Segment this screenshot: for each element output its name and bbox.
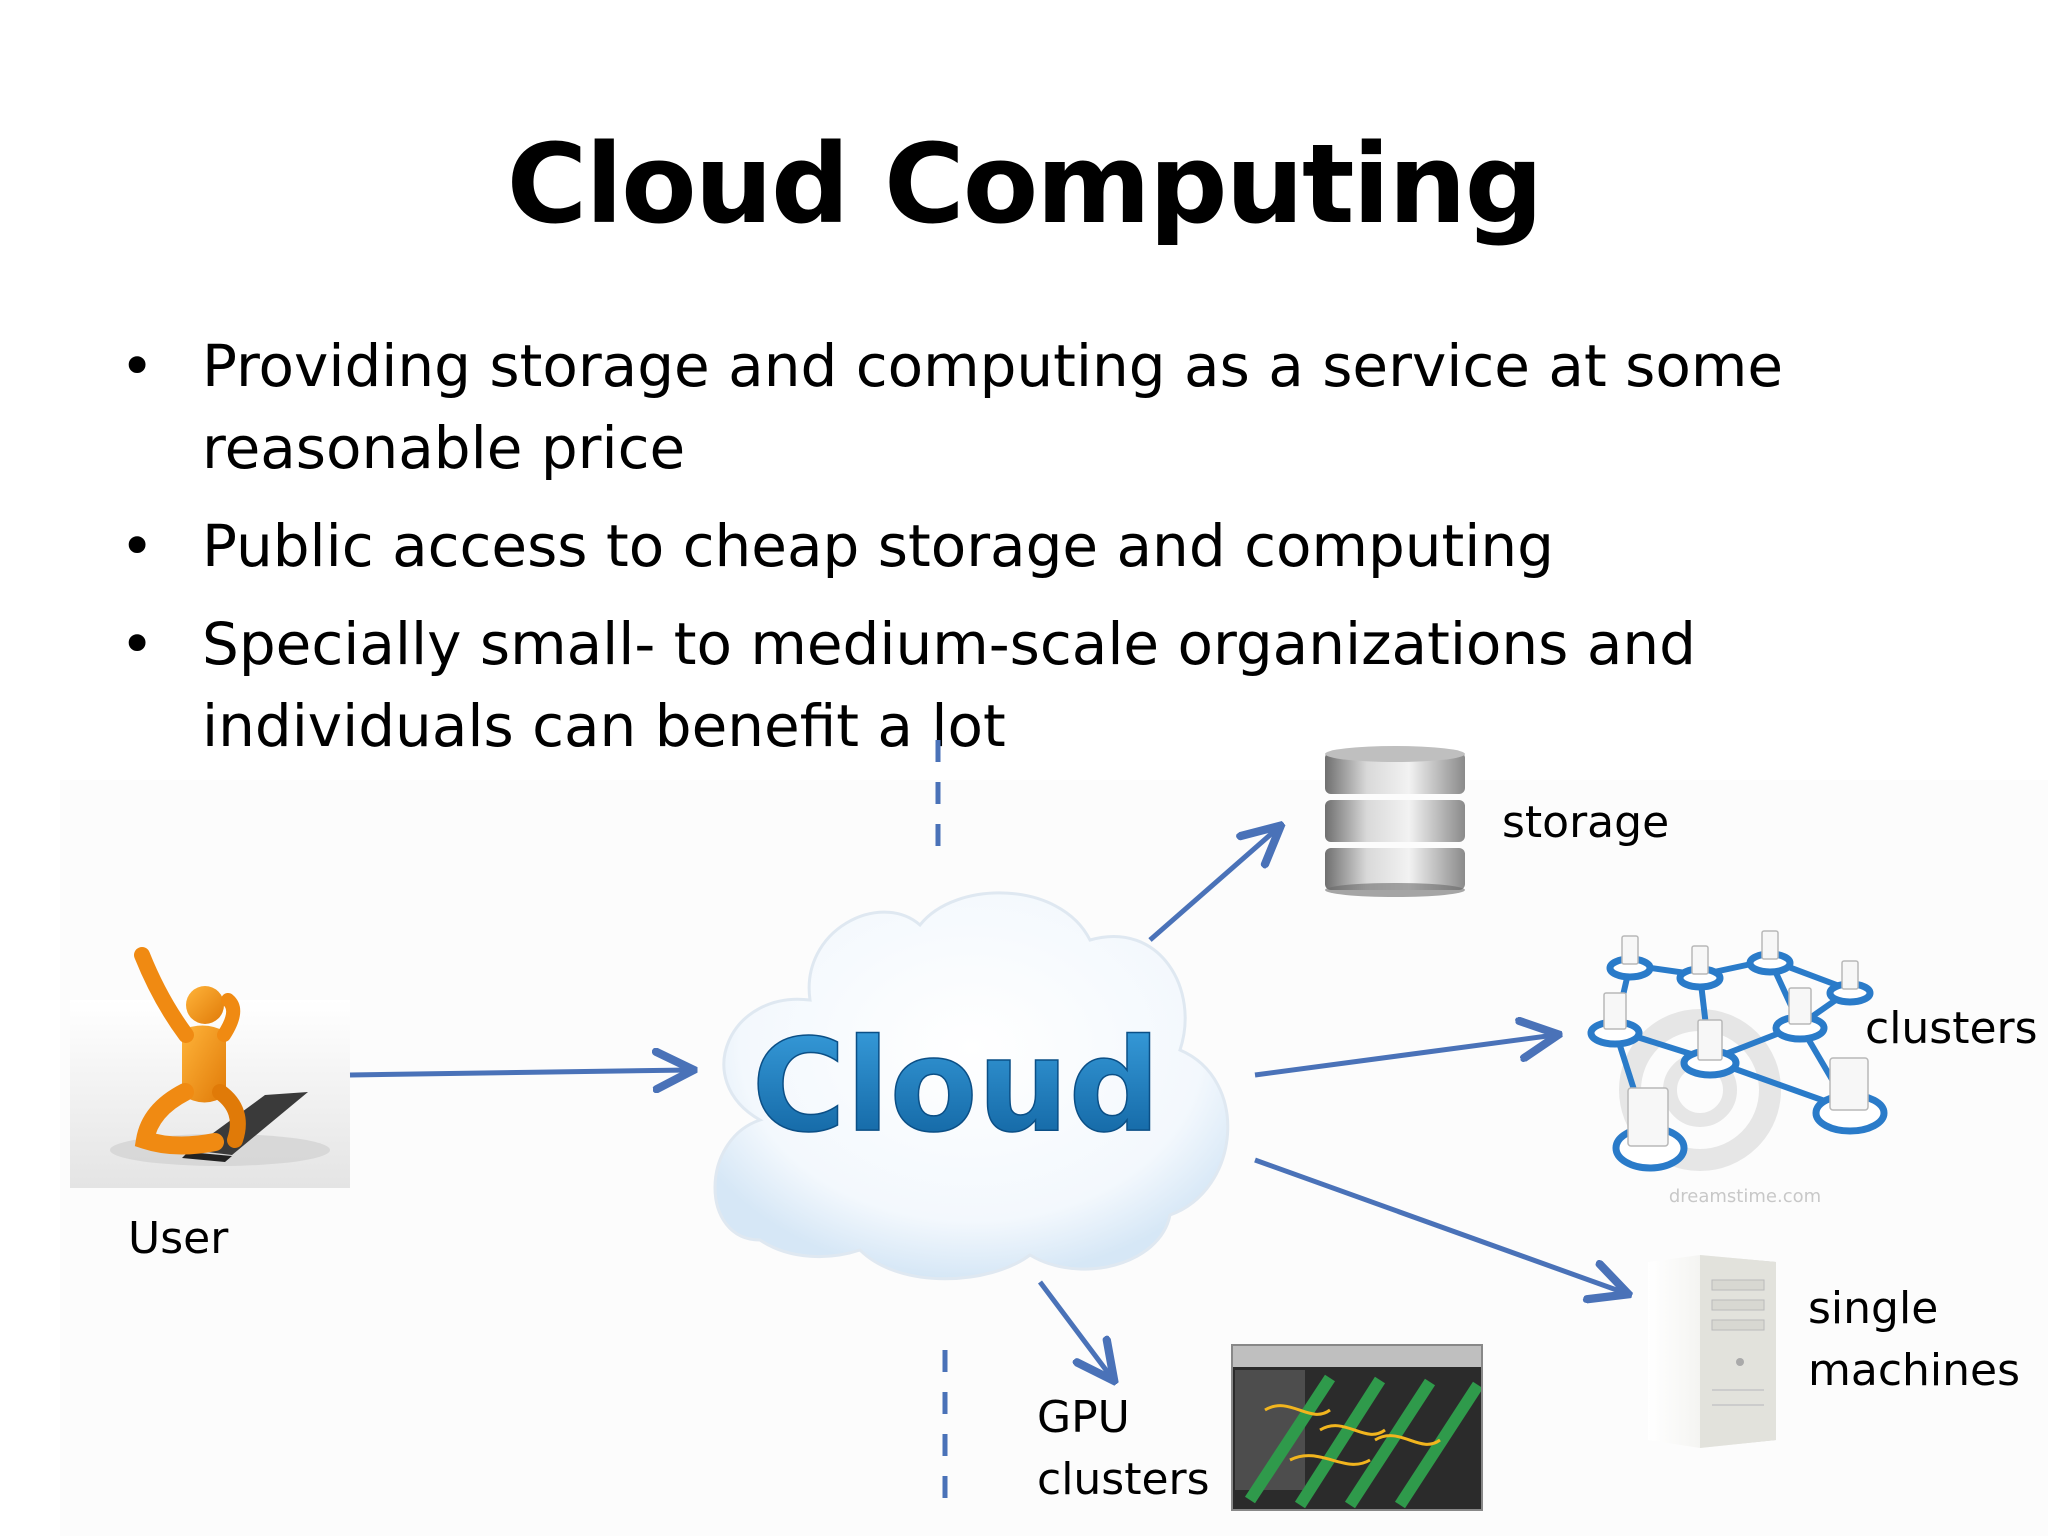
bullet-item: Providing storage and computing as a ser… [120,325,2000,489]
single-machine-icon [1648,1255,1776,1448]
clusters-watermark: dreamstime.com [1669,1186,1821,1207]
cloud-icon [713,891,1230,1281]
cloud-label: Cloud [752,1012,1161,1161]
user-label: User [128,1213,229,1264]
arrow-cloud-to-gpu-clusters [1038,1280,1112,1378]
bullet-item: Public access to cheap storage and compu… [120,505,2000,587]
arrow-cloud-to-single-machines [1254,1157,1625,1293]
user-icon [70,947,350,1188]
storage-label: storage [1502,797,1670,848]
single-machines-label: single machines [1808,1283,2021,1396]
slide-title: Cloud Computing [506,120,1544,248]
gpu-clusters-icon [1231,1344,1484,1511]
bullet-item: Specially small- to medium-scale organiz… [120,603,2000,767]
arrow-cloud-to-storage [1148,828,1278,942]
clusters-icon [1587,930,1888,1172]
arrow-user-to-cloud [349,1070,690,1075]
clusters-label: clusters [1865,1003,2038,1054]
bullet-list: Providing storage and computing as a ser… [120,325,2000,783]
gpu-clusters-label: GPU clusters [1037,1392,1210,1505]
arrow-cloud-to-clusters [1254,1035,1555,1078]
storage-icon [1325,746,1465,897]
